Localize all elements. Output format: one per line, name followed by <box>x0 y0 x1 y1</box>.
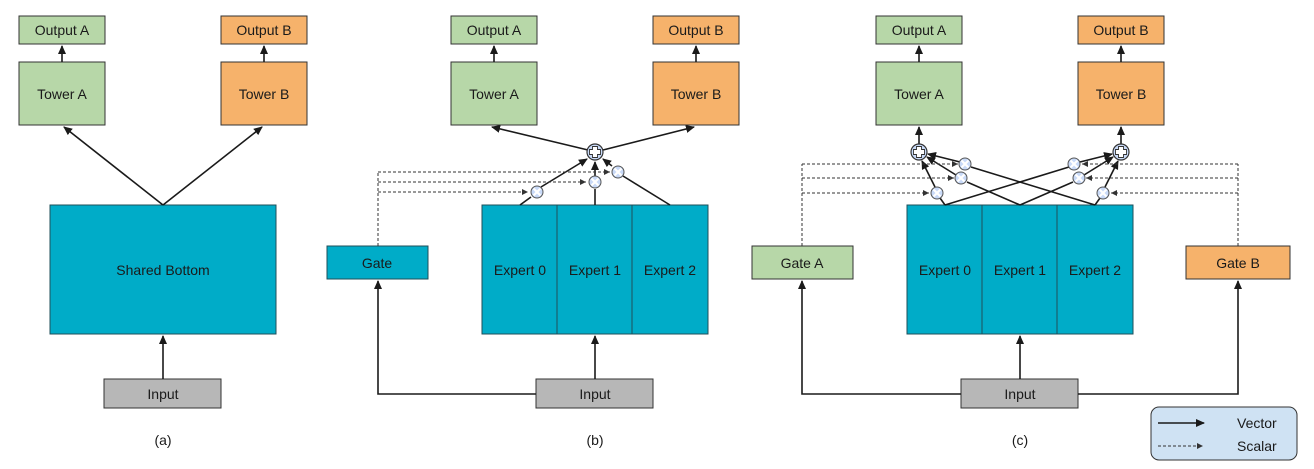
panel-moe: Output A Tower A Output B Tower B Gate E… <box>326 15 740 448</box>
plus-circle-icon <box>1112 143 1130 161</box>
arrow-input-gate-a <box>798 280 961 395</box>
legend-vector-label: Vector <box>1237 415 1277 431</box>
line-expert-2-mult <box>622 175 671 206</box>
times-circle-icon <box>530 185 544 199</box>
times-circle-icon <box>958 157 972 171</box>
gate-a-label: Gate A <box>781 255 824 271</box>
expert-0-label: Expert 0 <box>919 262 971 278</box>
output-b-box <box>1077 15 1165 45</box>
expert-2-label: Expert 2 <box>644 262 696 278</box>
output-a-box <box>18 15 106 45</box>
arrow-mB1-sumB <box>1083 156 1114 176</box>
expert-1-label: Expert 1 <box>569 262 621 278</box>
tower-b-label: Tower B <box>1096 86 1147 102</box>
times-circle-icon <box>1067 157 1081 171</box>
times-circle-icon <box>611 165 625 179</box>
output-a-box <box>450 15 538 45</box>
arrow-mB0-sumB <box>1079 152 1113 163</box>
input-label: Input <box>579 386 610 402</box>
tower-a-box <box>875 61 963 126</box>
line-e2-mB2 <box>1094 197 1101 206</box>
tower-b-box <box>220 61 308 126</box>
legend-scalar-label: Scalar <box>1237 438 1277 454</box>
output-b-label: Output B <box>236 22 291 38</box>
arrow-mult-0-sum <box>540 158 588 188</box>
output-a-label: Output A <box>35 22 90 38</box>
times-circle-icon <box>954 171 968 185</box>
line-e1-mB1 <box>1019 181 1074 206</box>
line-e0-mA0 <box>939 197 946 206</box>
arrow-input-gate-b <box>1078 280 1242 395</box>
expert-2-box <box>631 204 709 335</box>
tower-a-label: Tower A <box>894 86 944 102</box>
output-b-box <box>220 15 308 45</box>
arrow-sum-tower-b <box>602 125 695 151</box>
output-a-label: Output A <box>467 22 522 38</box>
line-e0-mB0 <box>944 166 1070 206</box>
expert-2-box <box>1056 204 1134 335</box>
output-b-label: Output B <box>668 22 723 38</box>
output-b-box <box>652 15 740 45</box>
panel-shared-bottom: Output A Tower A Output B Tower B Shared… <box>18 15 308 448</box>
input-box <box>103 378 222 409</box>
gate-label: Gate <box>362 255 393 271</box>
plus-circle-icon <box>586 143 604 161</box>
arrow-tower-a <box>63 126 164 206</box>
times-circle-icon <box>588 175 602 189</box>
input-label: Input <box>1004 386 1035 402</box>
arrow-input-gate <box>374 280 536 395</box>
tower-b-label: Tower B <box>239 86 290 102</box>
arrow-sum-tower-a <box>491 124 589 151</box>
expert-1-box <box>981 204 1058 335</box>
output-b-label: Output B <box>1093 22 1148 38</box>
output-a-label: Output A <box>892 22 947 38</box>
legend-box <box>1150 406 1298 461</box>
tower-a-label: Tower A <box>469 86 519 102</box>
panel-mmoe: Output A Tower A Output B Tower B Gate A… <box>751 15 1291 448</box>
arrow-mult-2-sum <box>602 158 613 168</box>
times-circle-icon <box>1072 171 1086 185</box>
tower-a-box <box>450 61 538 126</box>
expert-0-box <box>906 204 983 335</box>
tower-a-label: Tower A <box>37 86 87 102</box>
expert-1-box <box>556 204 633 335</box>
arrow-mB2-sumB <box>1104 160 1119 188</box>
arrow-tower-b <box>162 126 263 206</box>
tower-b-label: Tower B <box>671 86 722 102</box>
line-e1-mA1 <box>966 181 1021 206</box>
shared-bottom-box <box>49 204 277 335</box>
caption-a: (a) <box>154 432 171 448</box>
output-a-box <box>875 15 963 45</box>
caption-c: (c) <box>1012 432 1028 448</box>
arrow-mA2-sumA <box>927 152 961 163</box>
times-circle-icon <box>930 186 944 200</box>
times-circle-icon <box>1096 186 1110 200</box>
caption-b: (b) <box>586 432 603 448</box>
tower-a-box <box>18 61 106 126</box>
shared-bottom-label: Shared Bottom <box>116 262 209 278</box>
expert-1-label: Expert 1 <box>994 262 1046 278</box>
tower-b-box <box>1077 61 1165 126</box>
plus-circle-icon <box>910 143 928 161</box>
input-label: Input <box>147 386 178 402</box>
expert-0-label: Expert 0 <box>494 262 546 278</box>
legend: Vector Scalar <box>1150 406 1298 461</box>
gate-b-box <box>1185 245 1291 280</box>
arrow-mA0-sumA <box>921 160 936 188</box>
input-box <box>960 378 1079 409</box>
gate-b-label: Gate B <box>1216 255 1260 271</box>
line-expert-0-mult <box>519 196 532 206</box>
arrow-mA1-sumA <box>926 156 957 176</box>
expert-2-label: Expert 2 <box>1069 262 1121 278</box>
line-e2-mA2 <box>970 166 1096 206</box>
